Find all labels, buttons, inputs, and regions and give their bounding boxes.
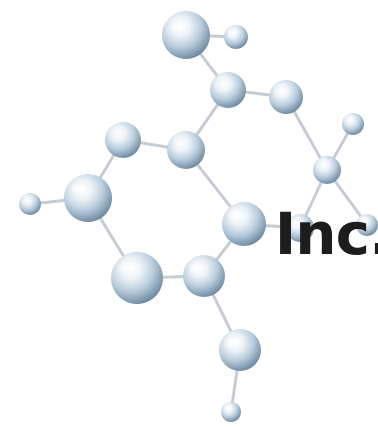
atom bbox=[222, 202, 266, 246]
atom-highlight bbox=[224, 336, 240, 348]
atom-highlight bbox=[168, 20, 186, 32]
atom bbox=[19, 193, 41, 215]
atom bbox=[105, 122, 141, 158]
atom bbox=[183, 255, 225, 297]
atom-highlight bbox=[117, 261, 137, 275]
atom-highlight bbox=[227, 209, 243, 221]
atom bbox=[167, 131, 205, 169]
atom bbox=[210, 72, 246, 108]
atom bbox=[286, 214, 314, 242]
atom bbox=[64, 174, 112, 222]
atom bbox=[313, 156, 341, 184]
atom bbox=[224, 25, 248, 49]
atom bbox=[356, 214, 378, 236]
atom bbox=[269, 80, 303, 114]
atom-highlight bbox=[188, 262, 204, 274]
atom bbox=[219, 329, 261, 371]
highlight-group bbox=[69, 20, 243, 348]
brand-name-fragment: Inc. bbox=[274, 200, 378, 268]
atom bbox=[111, 252, 163, 304]
atom-group bbox=[19, 11, 378, 422]
atom bbox=[162, 11, 210, 59]
atom bbox=[342, 113, 364, 135]
atom bbox=[221, 402, 241, 422]
atom-highlight bbox=[69, 183, 87, 195]
